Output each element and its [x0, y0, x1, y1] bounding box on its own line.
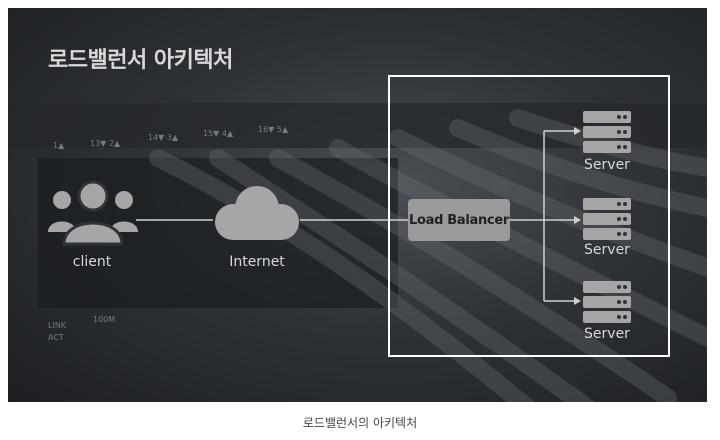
client-label: client — [72, 254, 112, 270]
bg-act-label: ACT — [48, 333, 64, 342]
server-label-3: Server — [584, 326, 630, 342]
connector-lines — [136, 127, 581, 305]
bg-port-label-5: 16▼ 5▲ — [258, 125, 289, 134]
server-label-1: Server — [584, 157, 630, 173]
diagram-title: 로드밸런서 아키텍처 — [48, 48, 233, 73]
bg-port-label-4: 15▼ 4▲ — [203, 129, 234, 138]
arrowhead-server-3 — [574, 297, 581, 305]
bg-port-label-2: 13▼ 2▲ — [90, 139, 121, 148]
load-balancer-group-frame — [388, 75, 670, 357]
diagram-panel: 1▲ 13▼ 2▲ 14▼ 3▲ 15▼ 4▲ 16▼ 5▲ LINK ACT … — [8, 8, 707, 402]
figure-caption: 로드밸런서의 아키텍처 — [302, 416, 418, 430]
users-icon — [48, 180, 138, 246]
server-icon-2 — [583, 198, 631, 240]
load-balancer-node: Load Balancer — [408, 199, 510, 241]
load-balancer-label: Load Balancer — [408, 212, 510, 228]
bg-link-label: LINK — [48, 321, 67, 330]
cloud-icon — [215, 186, 299, 240]
server-icon-1 — [583, 111, 631, 153]
bg-port-label-1: 1▲ — [53, 141, 65, 150]
arrowhead-server-2 — [574, 216, 581, 224]
server-label-2: Server — [584, 242, 630, 258]
bg-speed-label: 100M — [93, 315, 115, 324]
internet-label: Internet — [229, 254, 285, 270]
server-icon-3 — [583, 281, 631, 323]
arrowhead-server-1 — [574, 127, 581, 135]
bg-port-label-3: 14▼ 3▲ — [148, 133, 179, 142]
